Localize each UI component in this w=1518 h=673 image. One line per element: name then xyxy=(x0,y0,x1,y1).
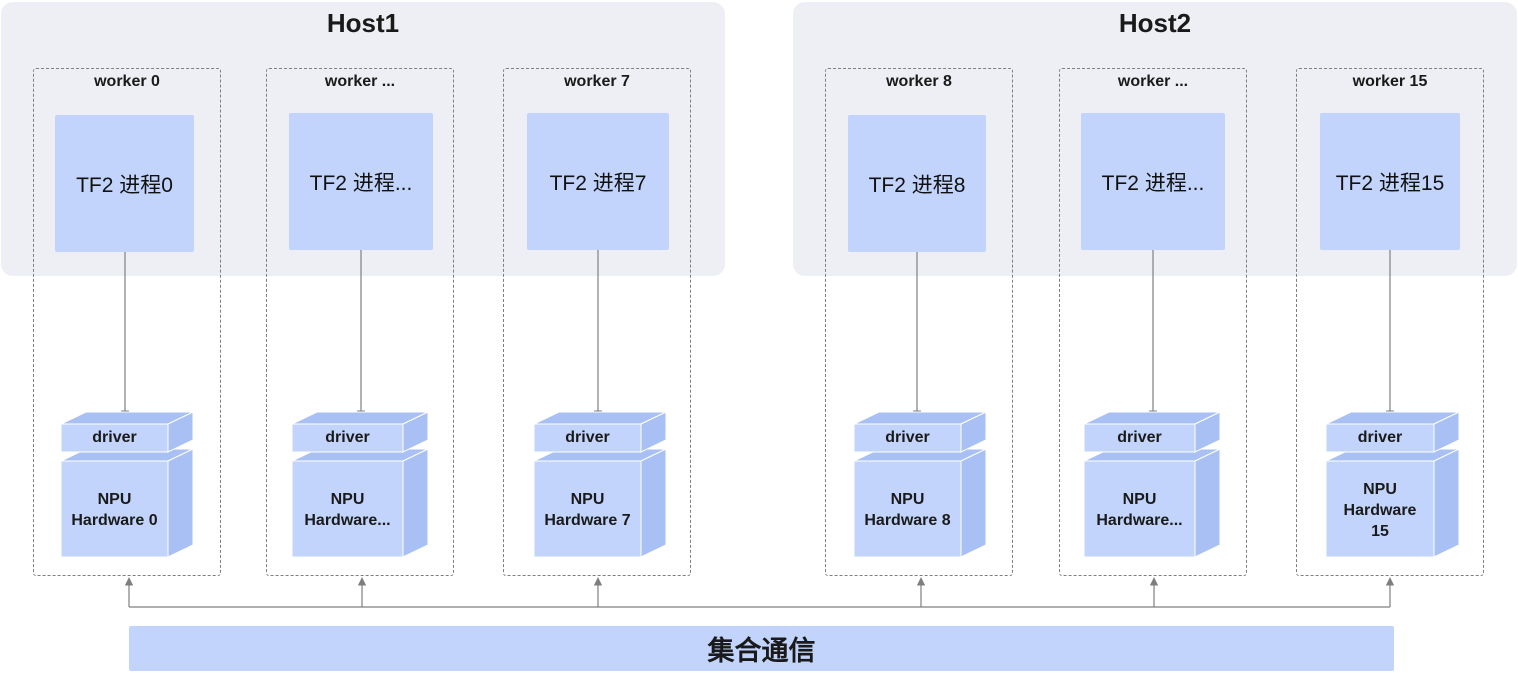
driver-slab-front xyxy=(291,423,404,453)
npu-cube-front xyxy=(533,460,642,558)
driver-slab-front xyxy=(533,423,642,453)
worker-title: worker ... xyxy=(1117,73,1189,90)
npu-cube-front xyxy=(1325,460,1435,558)
npu-cube-side xyxy=(167,448,194,558)
worker-box-8: worker 8 xyxy=(825,68,1013,576)
driver-slab-front xyxy=(1325,423,1435,453)
tf2-process-block: TF2 进程... xyxy=(289,113,433,250)
npu-cube-front xyxy=(291,460,404,558)
driver-label: driver xyxy=(1357,429,1403,446)
worker-title: worker 15 xyxy=(1352,73,1428,90)
worker-title: worker 7 xyxy=(564,73,630,90)
driver-label: driver xyxy=(565,429,610,446)
tf2-process-block: TF2 进程8 xyxy=(848,115,986,252)
worker-title: worker ... xyxy=(324,73,396,90)
driver-slab-front xyxy=(1083,423,1196,453)
npu-cube-front xyxy=(60,460,169,558)
driver-label: driver xyxy=(885,429,930,446)
driver-label: driver xyxy=(325,429,370,446)
worker-box-1: worker ... xyxy=(266,68,454,576)
host2-title: Host2 xyxy=(1118,8,1192,38)
npu-cube-front xyxy=(853,460,962,558)
driver-label: driver xyxy=(1117,429,1162,446)
collective-communication-bus: 集合通信 xyxy=(129,626,1394,671)
driver-slab-front xyxy=(60,423,169,453)
host1-title: Host1 xyxy=(326,8,400,38)
tf2-process-block: TF2 进程7 xyxy=(527,113,669,250)
npu-cube-side xyxy=(960,448,987,558)
worker-box-15: worker 15 xyxy=(1296,68,1484,576)
worker-title: worker 8 xyxy=(886,73,952,90)
worker-box-7: worker 7 xyxy=(503,68,691,576)
npu-cube-side xyxy=(1433,448,1460,558)
npu-cube-front xyxy=(1083,460,1196,558)
npu-cube-side xyxy=(1194,448,1221,558)
worker-box-9: worker ... xyxy=(1059,68,1247,576)
worker-title: worker 0 xyxy=(94,73,160,90)
tf2-process-block: TF2 进程15 xyxy=(1320,113,1460,250)
npu-cube-side xyxy=(640,448,667,558)
driver-label: driver xyxy=(92,429,137,446)
npu-cube-side xyxy=(402,448,429,558)
tf2-process-block: TF2 进程... xyxy=(1081,113,1225,250)
driver-slab-front xyxy=(853,423,962,453)
tf2-process-block: TF2 进程0 xyxy=(55,115,194,252)
worker-box-0: worker 0 xyxy=(33,68,221,576)
